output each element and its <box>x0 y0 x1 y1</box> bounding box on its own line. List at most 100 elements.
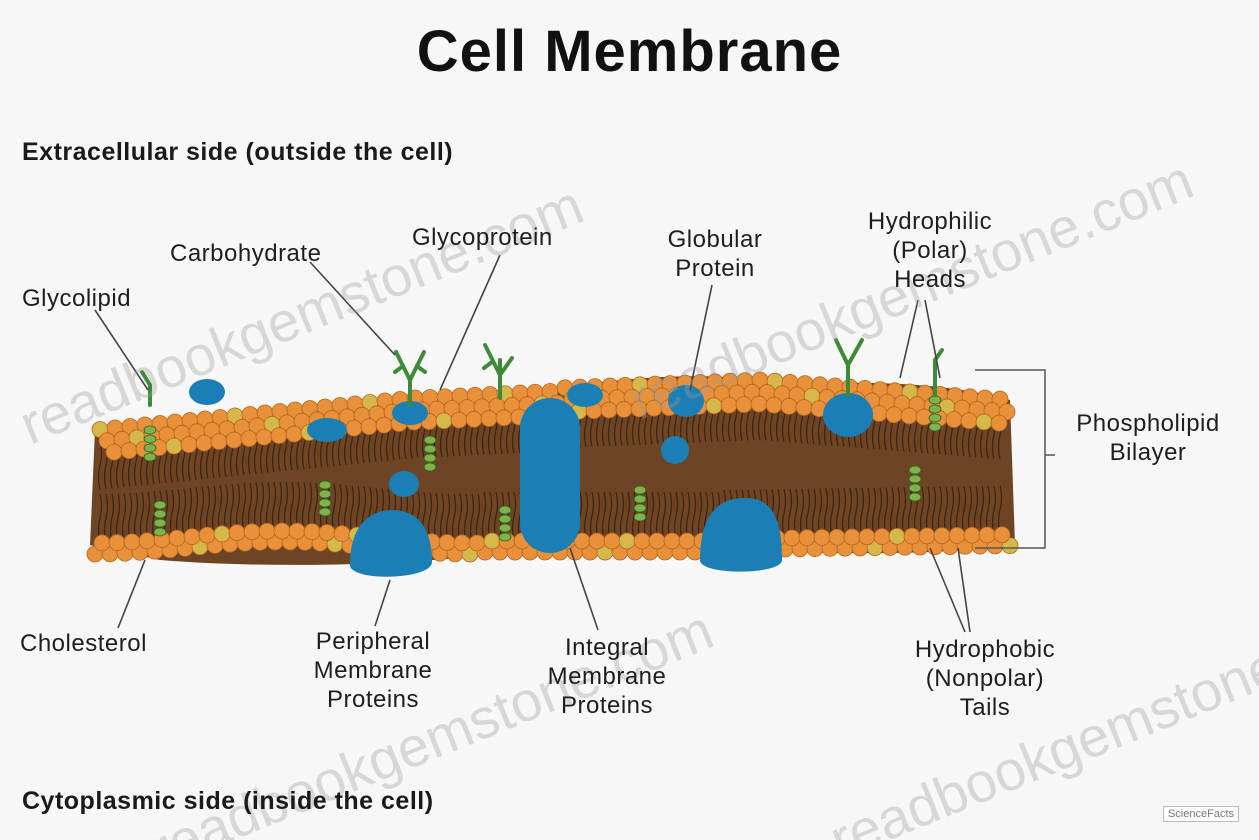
phospholipid-head <box>286 426 302 442</box>
phospholipid-head <box>604 533 620 549</box>
phospholipid-head <box>679 533 695 549</box>
phospholipid-head <box>634 533 650 549</box>
phospholipid-head <box>226 432 242 448</box>
label-glycolipid: Glycolipid <box>22 284 172 313</box>
phospholipid-head <box>664 533 680 549</box>
cholesterol-ring <box>424 436 436 444</box>
phospholipid-head <box>256 429 272 445</box>
phospholipid-head <box>874 529 890 545</box>
phospholipid-head <box>886 407 902 423</box>
cholesterol-ring <box>929 423 941 431</box>
phospholipid-head <box>361 419 377 435</box>
cytoplasmic-side-label: Cytoplasmic side (inside the cell) <box>22 787 434 816</box>
phospholipid-head <box>781 398 797 414</box>
phospholipid-head <box>601 402 617 418</box>
phospholipid-head <box>211 434 227 450</box>
phospholipid-head <box>871 406 887 422</box>
cholesterol-ring <box>424 445 436 453</box>
phospholipid-head <box>376 417 392 433</box>
phospholipid-head <box>106 444 122 460</box>
phospholipid-head <box>616 401 632 417</box>
globular-protein-inner <box>661 436 689 464</box>
globular-protein-small <box>307 418 347 442</box>
phospholipid-head <box>844 529 860 545</box>
phospholipid-head <box>439 535 455 551</box>
phospholipid-head <box>976 414 992 430</box>
cholesterol-ring <box>154 519 166 527</box>
phospholipid-head <box>259 523 275 539</box>
cholesterol-ring <box>319 490 331 498</box>
phospholipid-head <box>994 527 1010 543</box>
phospholipid-head <box>949 527 965 543</box>
label-glycoprotein: Glycoprotein <box>412 223 602 252</box>
phospholipid-head <box>889 528 905 544</box>
leader-cholesterol <box>118 560 145 628</box>
label-globular-protein: Globular Protein <box>640 225 790 283</box>
phospholipid-head <box>619 533 635 549</box>
integral-membrane-protein <box>520 398 580 553</box>
cholesterol-ring <box>909 484 921 492</box>
phospholipid-head <box>904 528 920 544</box>
cholesterol-ring <box>144 426 156 434</box>
cholesterol-ring <box>929 396 941 404</box>
phospholipid-head <box>124 534 140 550</box>
phospholipid-head <box>589 533 605 549</box>
cholesterol-ring <box>319 481 331 489</box>
phospholipid-head <box>814 529 830 545</box>
phospholipid-head <box>346 420 362 436</box>
phospholipid-head <box>946 412 962 428</box>
phospholipid-head <box>271 428 287 444</box>
phospholipid-head <box>109 535 125 551</box>
credit-logo: ScienceFacts <box>1163 806 1239 822</box>
phospholipid-head <box>274 523 290 539</box>
cholesterol-ring <box>909 475 921 483</box>
phospholipid-head <box>241 431 257 447</box>
inner-protein-a <box>389 471 419 497</box>
cholesterol-ring <box>634 504 646 512</box>
cholesterol-ring <box>499 506 511 514</box>
leader-integral <box>570 548 598 630</box>
extracellular-side-label: Extracellular side (outside the cell) <box>22 138 453 167</box>
phospholipid-head <box>451 412 467 428</box>
phospholipid-head <box>166 438 182 454</box>
label-peripheral-proteins: Peripheral Membrane Proteins <box>288 627 458 714</box>
label-integral-proteins: Integral Membrane Proteins <box>522 633 692 720</box>
label-hydrophobic-tails: Hydrophobic (Nonpolar) Tails <box>880 635 1090 722</box>
label-cholesterol: Cholesterol <box>20 629 200 658</box>
phospholipid-head <box>751 396 767 412</box>
phospholipid-head <box>244 524 260 540</box>
cholesterol-ring <box>424 463 436 471</box>
phospholipid-head <box>319 525 335 541</box>
cholesterol-ring <box>154 528 166 536</box>
phospholipid-head <box>139 533 155 549</box>
label-carbohydrate: Carbohydrate <box>170 239 370 268</box>
phospholipid-head <box>784 530 800 546</box>
glycoprotein-right-body <box>823 393 873 437</box>
cholesterol-ring <box>319 499 331 507</box>
cholesterol-ring <box>144 444 156 452</box>
phospholipid-head <box>196 435 212 451</box>
cholesterol-ring <box>909 466 921 474</box>
phospholipid-head <box>901 408 917 424</box>
cholesterol-ring <box>634 486 646 494</box>
phospholipid-head <box>979 527 995 543</box>
phospholipid-head <box>484 533 500 549</box>
phospholipid-head <box>796 400 812 416</box>
leader-peripheral <box>375 580 390 626</box>
phospholipid-head <box>169 530 185 546</box>
phospholipid-head <box>181 437 197 453</box>
cholesterol-ring <box>144 453 156 461</box>
phospholipid-head <box>799 530 815 546</box>
cholesterol-ring <box>154 501 166 509</box>
label-hydrophilic-heads: Hydrophilic (Polar) Heads <box>835 207 1025 294</box>
phospholipid-head <box>919 528 935 544</box>
cholesterol-ring <box>634 495 646 503</box>
phospholipid-head <box>934 528 950 544</box>
phospholipid-head <box>766 397 782 413</box>
phospholipid-head <box>304 524 320 540</box>
phospholipid-head <box>829 529 845 545</box>
phospholipid-head <box>454 535 470 551</box>
phospholipid-head <box>289 523 305 539</box>
cholesterol-ring <box>929 414 941 422</box>
cholesterol-ring <box>909 493 921 501</box>
